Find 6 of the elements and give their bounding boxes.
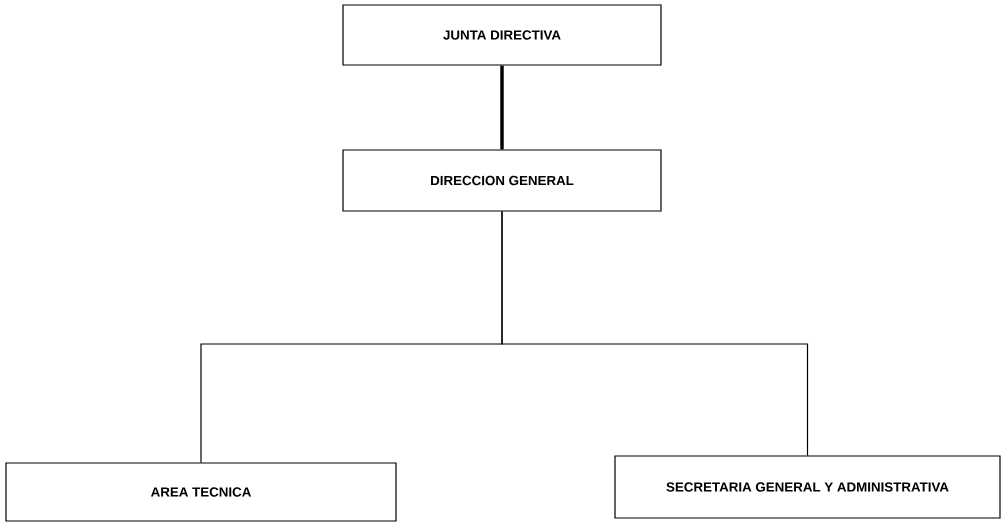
connector-line — [500, 65, 504, 150]
connector-line — [501, 211, 809, 456]
org-box: SECRETARIA GENERAL Y ADMINISTRATIVA — [614, 455, 1001, 519]
org-box: JUNTA DIRECTIVA — [342, 4, 662, 66]
org-box: AREA TECNICA — [5, 462, 397, 522]
org-box: DIRECCION GENERAL — [342, 149, 662, 212]
